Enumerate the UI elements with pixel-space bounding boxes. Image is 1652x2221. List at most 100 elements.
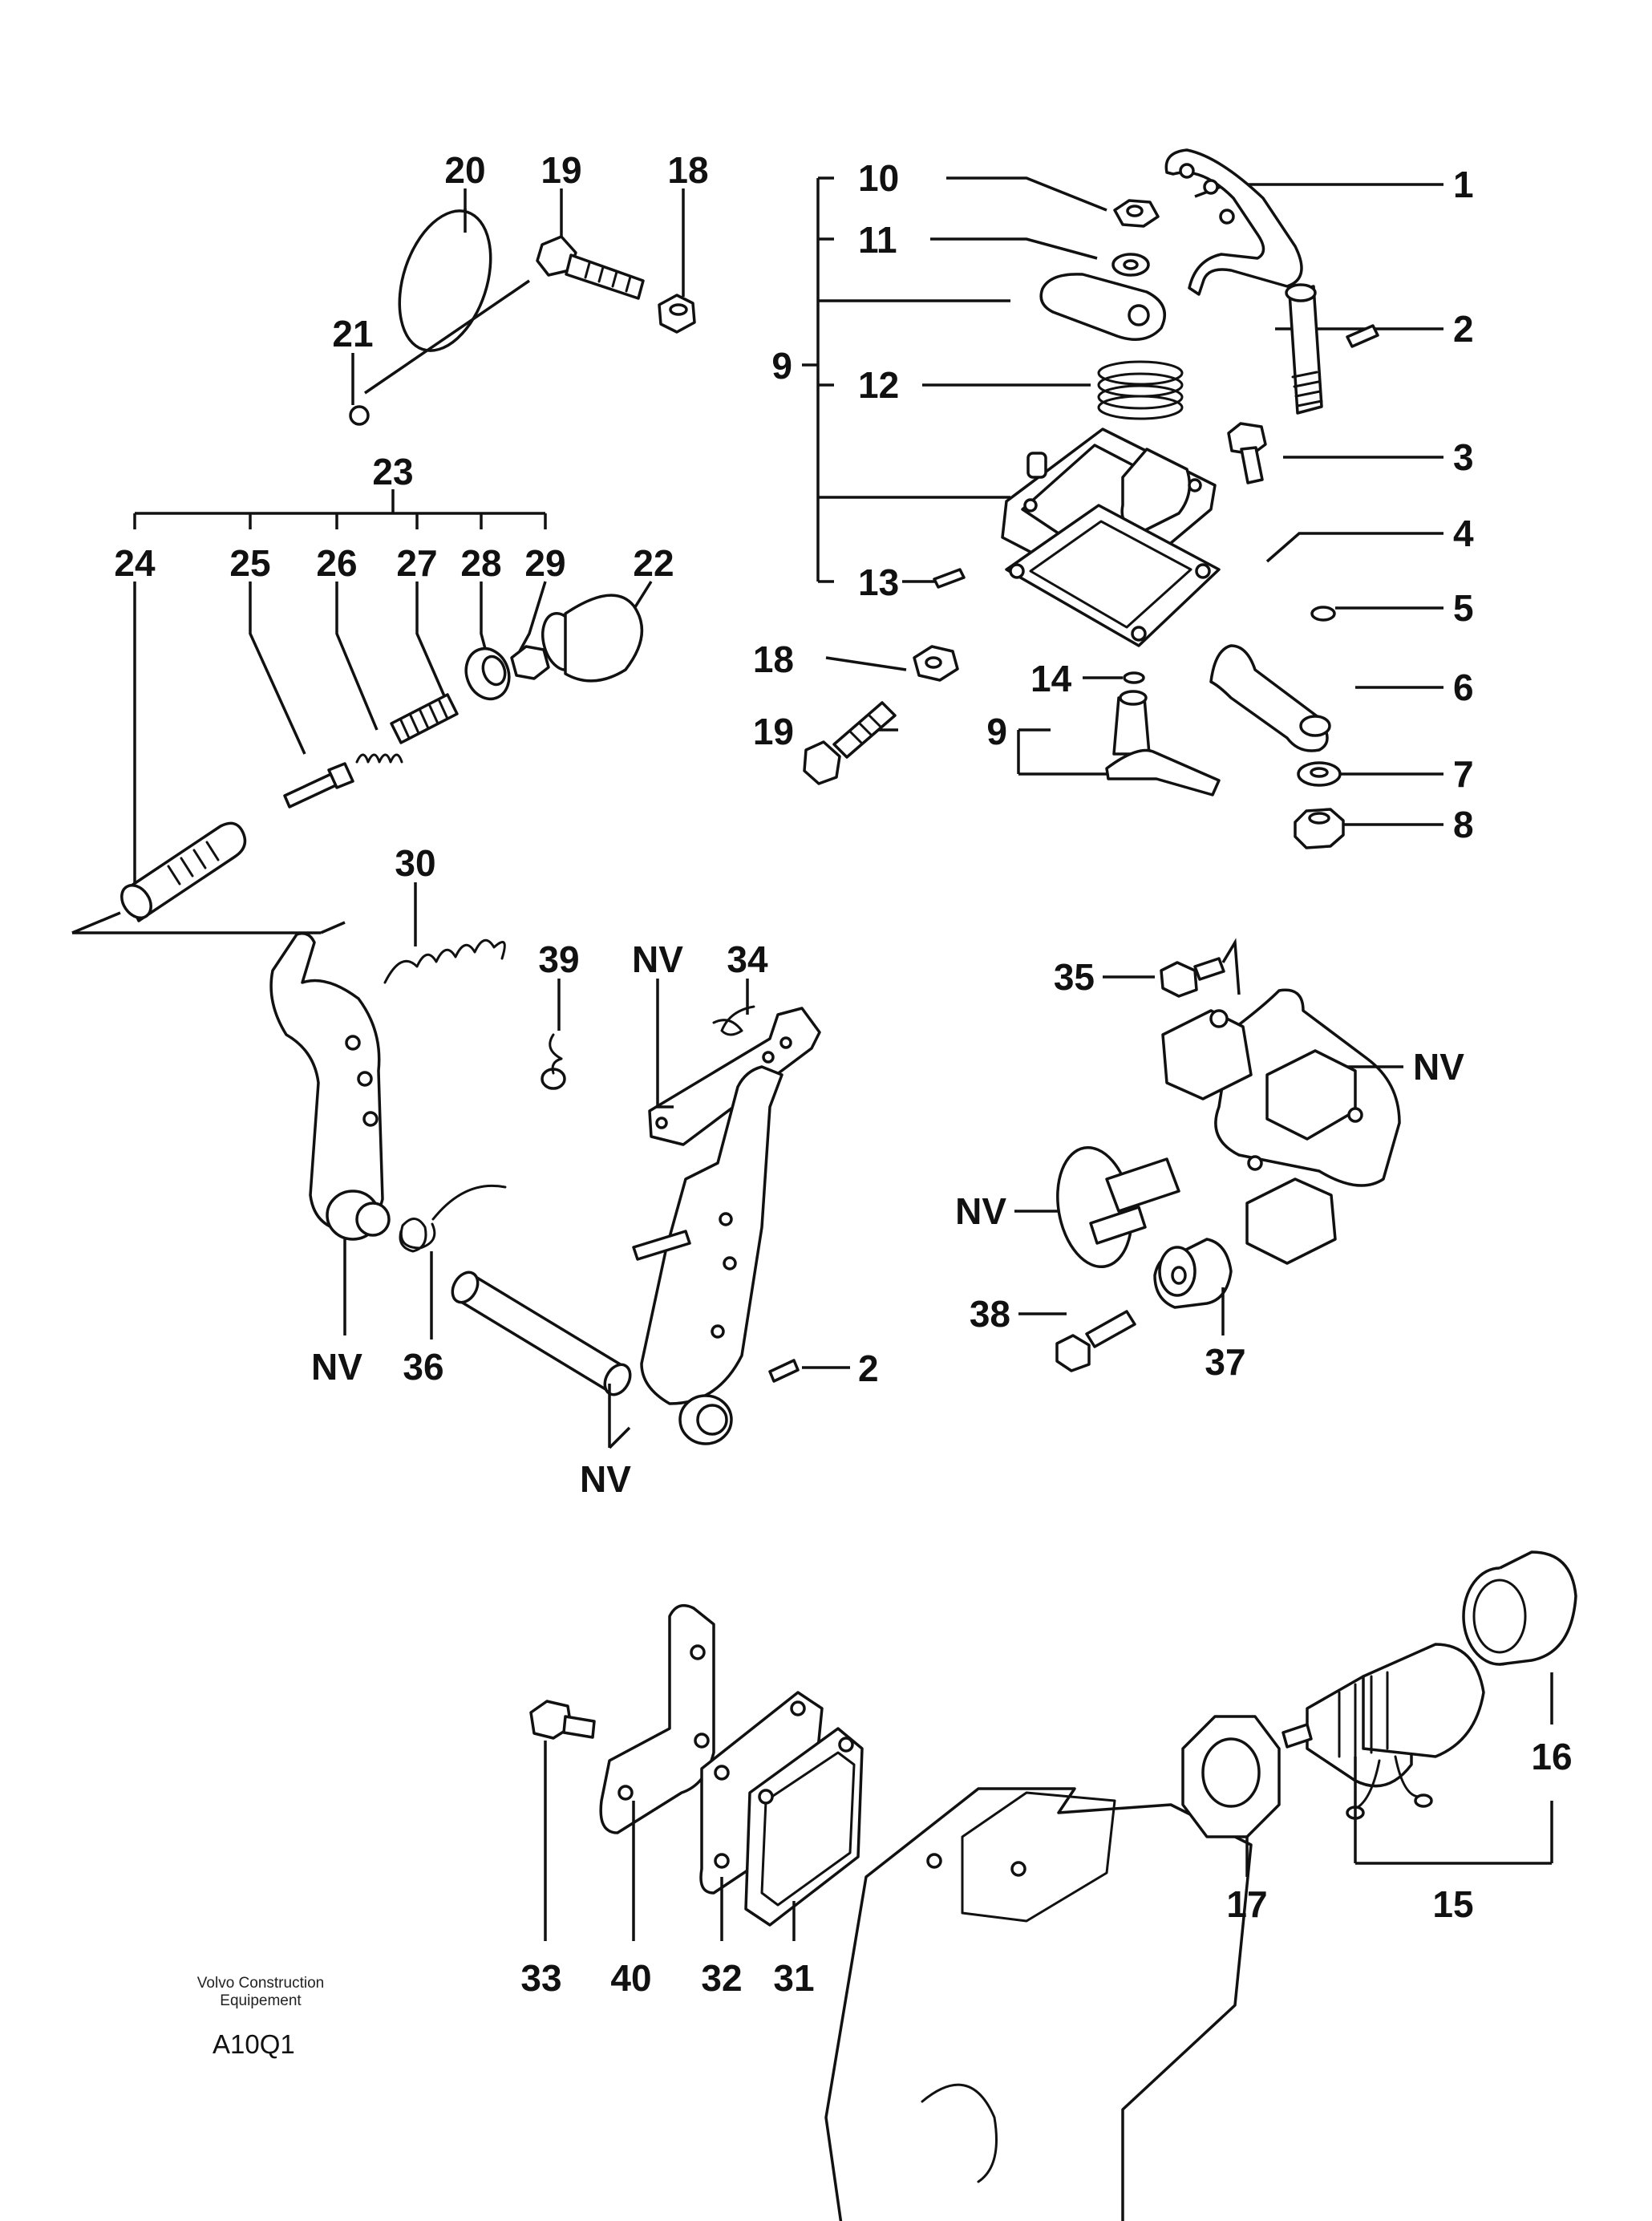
part-11-washer xyxy=(1111,253,1150,277)
callout-34: 34 xyxy=(727,938,768,980)
brand-line-1: Volvo Construction xyxy=(197,1975,324,1992)
callout-11: 11 xyxy=(858,219,897,261)
callout-25: 25 xyxy=(229,542,270,584)
part-14-o-ring xyxy=(1123,671,1145,684)
callout-40: 40 xyxy=(610,1957,651,1999)
callout-24: 24 xyxy=(114,542,156,584)
part-38-bolt xyxy=(1055,1310,1136,1372)
part-21-small-ball xyxy=(349,405,370,426)
callout-nv-bracket: NV xyxy=(632,938,683,980)
callout-33: 33 xyxy=(520,1957,561,1999)
callout-9-top: 9 xyxy=(771,345,792,387)
callout-4: 4 xyxy=(1453,513,1474,554)
callout-5: 5 xyxy=(1453,587,1474,629)
part-2-pin-top xyxy=(1346,324,1379,348)
part-37-bushing xyxy=(1153,1238,1233,1309)
part-26-small-spring xyxy=(355,753,403,764)
nv-valve-body xyxy=(1161,988,1401,1265)
part-9-lever-plate xyxy=(1039,273,1166,341)
callout-23: 23 xyxy=(372,451,413,492)
callout-39: 39 xyxy=(538,938,579,980)
part-18-nut-top xyxy=(658,294,696,334)
part-29-washer xyxy=(510,645,550,680)
part-2-pin-mid xyxy=(768,1359,800,1383)
part-5-o-ring xyxy=(1310,606,1336,622)
nv-bracket-mid xyxy=(648,1007,821,1146)
part-20-cover-disc xyxy=(364,209,530,395)
part-31-cover-plate xyxy=(744,1727,864,1927)
part-10-nut xyxy=(1113,199,1160,228)
part-35-bolt xyxy=(1160,957,1225,998)
callout-13: 13 xyxy=(858,561,899,603)
callout-29: 29 xyxy=(524,542,565,584)
callout-nv-valve: NV xyxy=(1413,1046,1464,1088)
callout-10: 10 xyxy=(858,157,899,199)
callout-7: 7 xyxy=(1453,753,1474,795)
callout-28: 28 xyxy=(460,542,501,584)
nv-diaphragm xyxy=(1056,1145,1180,1269)
callout-30: 30 xyxy=(395,842,435,884)
callout-2-mid: 2 xyxy=(858,1348,879,1389)
part-6-bracket xyxy=(1209,644,1331,752)
part-24-sleeve xyxy=(120,821,247,922)
drawing-code: A10Q1 xyxy=(213,2029,295,2059)
part-13-pin xyxy=(933,568,966,589)
callout-22: 22 xyxy=(633,542,674,584)
callout-3: 3 xyxy=(1453,436,1474,478)
callout-32: 32 xyxy=(701,1957,742,1999)
callout-16: 16 xyxy=(1531,1736,1572,1777)
callout-nv-lever-left: NV xyxy=(311,1346,362,1388)
part-19-bolt-mid xyxy=(803,701,897,785)
part-16-ring xyxy=(1462,1550,1577,1666)
callout-nv-diaphragm: NV xyxy=(955,1190,1006,1232)
part-36-spring xyxy=(399,1184,507,1253)
callout-20: 20 xyxy=(444,149,485,191)
callout-nv-shaft: NV xyxy=(580,1458,631,1500)
part-28-nut xyxy=(464,646,511,701)
part-19-bolt-top xyxy=(536,235,645,300)
part-25-pin xyxy=(283,762,354,809)
callout-14: 14 xyxy=(1030,658,1072,699)
callout-38: 38 xyxy=(970,1293,1010,1335)
callout-12: 12 xyxy=(858,364,899,406)
callout-6: 6 xyxy=(1453,667,1474,708)
part-3-bolt xyxy=(1227,422,1267,484)
callout-18-top: 18 xyxy=(667,149,708,191)
part-18-nut-mid xyxy=(913,645,959,682)
part-8-nut xyxy=(1294,808,1345,849)
part-33-bolt xyxy=(529,1700,596,1740)
part-15-sender-unit xyxy=(1282,1643,1485,1820)
callout-21: 21 xyxy=(332,313,373,355)
part-22-boot xyxy=(541,594,644,683)
part-7-washer xyxy=(1297,761,1342,787)
callout-18-mid: 18 xyxy=(753,638,794,680)
part-9-shaft-lever xyxy=(1105,690,1221,796)
callout-35: 35 xyxy=(1054,956,1095,998)
part-39-clip xyxy=(541,1033,566,1090)
callout-19-mid: 19 xyxy=(753,711,794,752)
callout-36: 36 xyxy=(403,1346,443,1388)
nv-shaft xyxy=(451,1271,632,1396)
nv-lever-left xyxy=(269,932,391,1241)
brand-line-2: Equipement xyxy=(220,1992,302,2009)
callout-1: 1 xyxy=(1453,164,1474,205)
part-17-nut xyxy=(1181,1715,1281,1838)
part-40-bracket xyxy=(599,1603,715,1834)
nv-lever-right xyxy=(632,1065,783,1445)
part-27-spring xyxy=(390,693,459,744)
callout-37: 37 xyxy=(1205,1341,1245,1383)
callout-8: 8 xyxy=(1453,804,1474,845)
callout-2-top: 2 xyxy=(1453,308,1474,350)
callout-31: 31 xyxy=(773,1957,814,1999)
part-1-lever-arm xyxy=(1164,148,1323,415)
callout-9-mid: 9 xyxy=(986,711,1007,752)
callout-19-top: 19 xyxy=(541,149,581,191)
part-4-gasket xyxy=(1005,504,1221,647)
part-30-spring xyxy=(383,938,506,984)
callout-15: 15 xyxy=(1432,1883,1473,1925)
transmission-housing xyxy=(824,1787,1253,2221)
callout-26: 26 xyxy=(316,542,357,584)
callout-27: 27 xyxy=(396,542,437,584)
part-34-spring-clip xyxy=(712,1005,755,1036)
